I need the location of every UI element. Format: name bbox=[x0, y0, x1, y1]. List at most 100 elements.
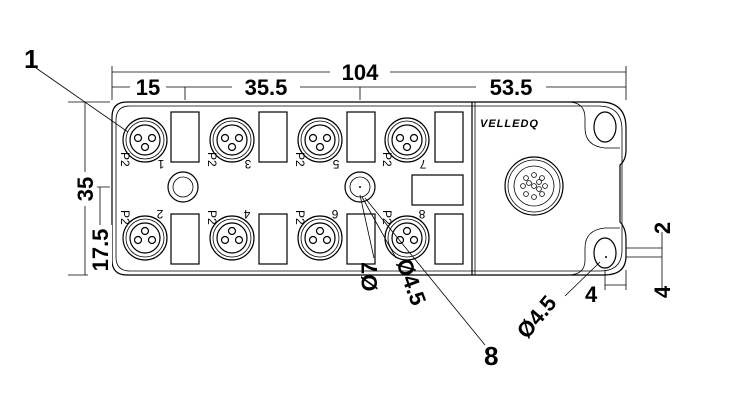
mount-hole-top bbox=[593, 111, 617, 143]
port-pin bbox=[234, 133, 244, 143]
port-face bbox=[216, 222, 248, 254]
port-connector-5: 5 P2 bbox=[293, 117, 343, 171]
dim-center-hole-inner-dia: Ø4.5 bbox=[391, 255, 431, 308]
dim-slot-offset-bottom: 4 bbox=[650, 285, 675, 298]
port-connector-6: 6P2 bbox=[293, 207, 343, 261]
port-connector-1: 1P2 bbox=[118, 117, 168, 171]
port-pin bbox=[395, 133, 405, 143]
port-number-label: 6 bbox=[331, 207, 338, 221]
center-hole-left bbox=[167, 171, 199, 203]
port-face bbox=[391, 124, 423, 156]
port-pin bbox=[133, 235, 143, 245]
port-thread-ring bbox=[300, 120, 340, 160]
dim-segment-1: 15 bbox=[136, 75, 160, 100]
thread-label: P2 bbox=[205, 210, 219, 225]
dimension-lines bbox=[35, 66, 663, 346]
thread-label: P2 bbox=[205, 152, 219, 167]
port-pin bbox=[140, 226, 150, 236]
port-pin bbox=[308, 133, 318, 143]
main-connector-pin bbox=[542, 183, 548, 189]
label-windows bbox=[170, 111, 464, 265]
port-connector-3: 3 P2 bbox=[205, 117, 255, 171]
port-connector-2: 2 P2 bbox=[118, 207, 168, 261]
main-connector-pin bbox=[526, 180, 532, 186]
dim-mount-hole-dia: Ø4.5 bbox=[512, 291, 562, 344]
port-pin bbox=[220, 235, 230, 245]
main-connector-pin bbox=[531, 183, 537, 189]
center-label-window bbox=[411, 174, 464, 206]
port-thread-ring bbox=[125, 120, 165, 160]
thread-label: P2 bbox=[118, 210, 132, 225]
port-number-label: 8 bbox=[418, 207, 425, 221]
port-number-label: 4 bbox=[243, 207, 250, 221]
mount-hole-bottom bbox=[593, 237, 617, 269]
port-pin bbox=[220, 133, 230, 143]
port-face bbox=[216, 124, 248, 156]
port-pin bbox=[140, 142, 150, 152]
port-connector-7: 7P2 bbox=[380, 117, 430, 171]
port-pin bbox=[227, 142, 237, 152]
port-connector-8: 8 P2 bbox=[380, 207, 430, 261]
label-window bbox=[346, 213, 376, 265]
port-thread-ring bbox=[387, 120, 427, 160]
port-pin bbox=[308, 235, 318, 245]
port-number-label: 3 bbox=[244, 157, 251, 171]
label-window bbox=[434, 213, 464, 265]
main-connector bbox=[504, 156, 564, 216]
port-outer-ring bbox=[122, 117, 168, 163]
port-number-label: 5 bbox=[332, 157, 339, 171]
mount-recess-bottom bbox=[567, 227, 620, 276]
port-thread-ring bbox=[387, 218, 427, 258]
main-connector-pin bbox=[539, 191, 545, 197]
main-connector-pin bbox=[536, 186, 542, 192]
port-pin bbox=[322, 133, 332, 143]
port-pin bbox=[395, 235, 405, 245]
label-window bbox=[170, 213, 200, 265]
port-pin bbox=[315, 226, 325, 236]
label-window bbox=[346, 111, 376, 163]
callout-8: 8 bbox=[484, 341, 498, 371]
port-face bbox=[391, 222, 423, 254]
port-pin bbox=[402, 142, 412, 152]
dim-mount-hole-offset: 4 bbox=[585, 282, 598, 307]
thread-label: P2 bbox=[293, 152, 307, 167]
port-outer-ring bbox=[384, 117, 430, 163]
port-pin bbox=[409, 235, 419, 245]
port-outer-ring bbox=[209, 215, 255, 261]
label-window bbox=[258, 213, 288, 265]
port-pin bbox=[402, 226, 412, 236]
mount-hole-center-mark bbox=[605, 256, 607, 258]
module-body-inner-outline bbox=[115, 105, 623, 272]
callout-1: 1 bbox=[24, 44, 38, 74]
label-window bbox=[258, 111, 288, 163]
port-thread-ring bbox=[212, 120, 252, 160]
mount-recess-top bbox=[567, 101, 620, 149]
center-hole-right bbox=[344, 171, 376, 203]
main-connector-pin bbox=[523, 191, 529, 197]
port-pin bbox=[234, 235, 244, 245]
main-connector-pin bbox=[520, 183, 526, 189]
port-connector-4: 4 P2 bbox=[205, 207, 255, 261]
thread-label: P2 bbox=[380, 210, 394, 225]
main-connector-pin bbox=[531, 172, 537, 178]
port-pin bbox=[322, 235, 332, 245]
port-number-label: 7 bbox=[419, 157, 426, 171]
port-number-label: 2 bbox=[156, 207, 163, 221]
port-pin bbox=[227, 226, 237, 236]
port-thread-ring bbox=[212, 218, 252, 258]
port-outer-ring bbox=[122, 215, 168, 261]
main-connector-pin bbox=[539, 175, 545, 181]
port-pin bbox=[133, 133, 143, 143]
dim-height: 35 bbox=[73, 177, 98, 201]
port-pin bbox=[315, 142, 325, 152]
port-face bbox=[304, 222, 336, 254]
dim-segment-2: 35.5 bbox=[245, 75, 288, 100]
brand-logo: VELLEDQ bbox=[480, 118, 539, 130]
dim-half-height: 17.5 bbox=[88, 229, 113, 272]
port-pin bbox=[409, 133, 419, 143]
port-number-label: 1 bbox=[157, 157, 164, 171]
main-connector-pin bbox=[523, 175, 529, 181]
dim-segment-3: 53.5 bbox=[490, 75, 533, 100]
